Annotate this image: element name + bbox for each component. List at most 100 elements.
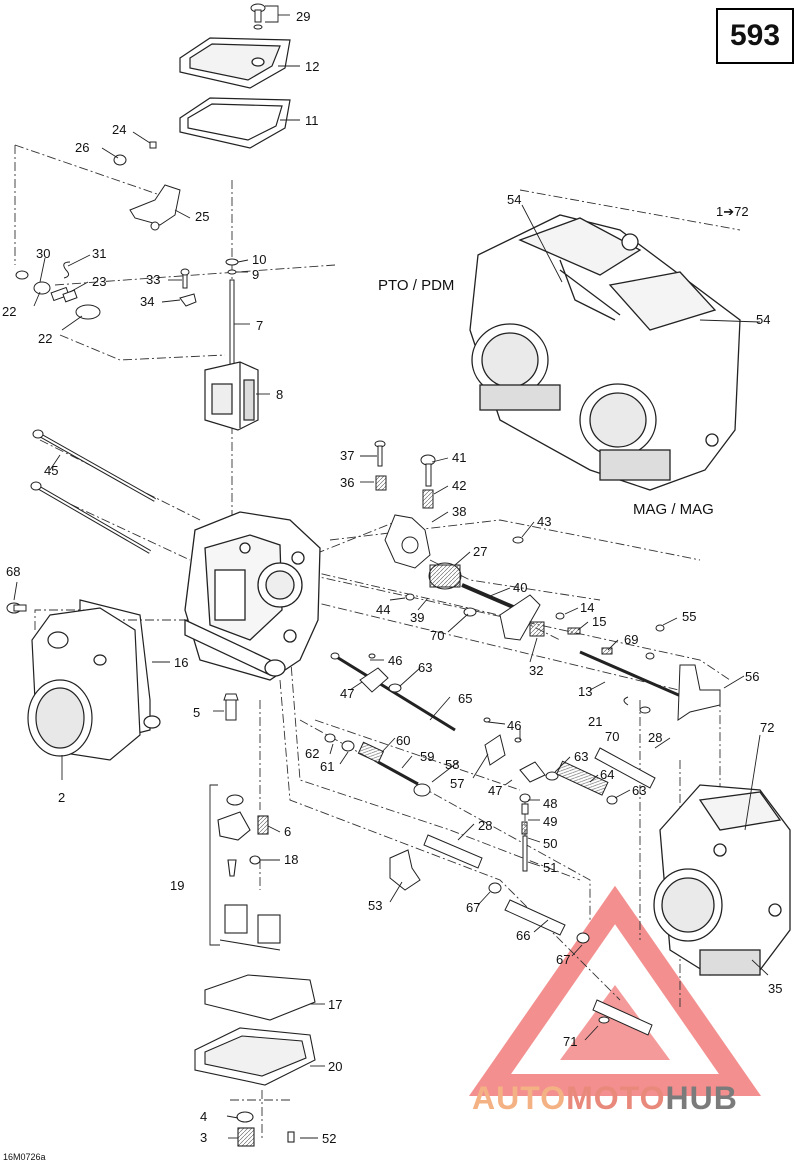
callout-66: 66: [516, 928, 530, 943]
callout-12: 12: [305, 59, 319, 74]
callout-20: 20: [328, 1059, 342, 1074]
callout-54a: 54: [507, 192, 521, 207]
callout-18: 18: [284, 852, 298, 867]
screw-part-68: [6, 602, 27, 614]
callout-40: 40: [513, 580, 527, 595]
drawing-code: 16M0726a: [3, 1152, 46, 1162]
rods-part-28: [423, 747, 656, 1036]
callout-13: 13: [578, 684, 592, 699]
throttle-stop-parts: [374, 440, 436, 569]
callout-15: 15: [592, 614, 606, 629]
callout-67a: 67: [466, 900, 480, 915]
o-ring-part-71: [598, 1016, 610, 1024]
callout-68: 68: [6, 564, 20, 579]
callout-28a: 28: [648, 730, 662, 745]
callout-53: 53: [368, 898, 382, 913]
pto-label: PTO / PDM: [378, 277, 454, 294]
callout-46b: 46: [507, 718, 521, 733]
linkage-parts: [555, 612, 721, 721]
callout-61: 61: [320, 759, 334, 774]
callout-60: 60: [396, 733, 410, 748]
callout-59: 59: [420, 749, 434, 764]
idle-screw-parts: [324, 733, 431, 797]
callout-34: 34: [140, 294, 154, 309]
carburetor-body: [184, 511, 321, 681]
callout-41: 41: [452, 450, 466, 465]
callout-51: 51: [543, 860, 557, 875]
callout-2: 2: [58, 790, 65, 805]
callout-71: 71: [563, 1034, 577, 1049]
callout-14: 14: [580, 600, 594, 615]
callout-21: 21: [588, 714, 602, 729]
small-parts-22-31: [15, 261, 101, 320]
callout-42: 42: [452, 478, 466, 493]
callout-31: 31: [92, 246, 106, 261]
callout-22a: 22: [2, 304, 16, 319]
callout-58: 58: [445, 757, 459, 772]
lever-part-25: [113, 141, 181, 231]
callout-70a: 70: [430, 628, 444, 643]
callout-43: 43: [537, 514, 551, 529]
throttle-shaft-parts: [405, 536, 545, 641]
callout-52: 52: [322, 1131, 336, 1146]
callout-47a: 47: [340, 686, 354, 701]
callout-19: 19: [170, 878, 184, 893]
flange-part-2-16: [27, 599, 161, 761]
callout-4: 4: [200, 1109, 207, 1124]
leader-lines: [13, 5, 769, 1139]
callout-57: 57: [450, 776, 464, 791]
page-number-box: 593: [716, 8, 794, 64]
screw-part-29: [250, 3, 266, 30]
needle-parts-7-10: [179, 258, 239, 371]
callout-56: 56: [745, 669, 759, 684]
callout-64: 64: [600, 767, 614, 782]
callout-63b: 63: [574, 749, 588, 764]
callout-65: 65: [458, 691, 472, 706]
callout-9: 9: [252, 267, 259, 282]
callout-8: 8: [276, 387, 283, 402]
callout-50: 50: [543, 836, 557, 851]
callout-6: 6: [284, 824, 291, 839]
gasket-part-11: [179, 97, 291, 149]
float-assembly: [194, 794, 316, 1147]
callout-7: 7: [256, 318, 263, 333]
callout-54b: 54: [756, 312, 770, 327]
watermark-logo: AUTOMOTOHUB: [472, 1080, 738, 1117]
callout-70b: 70: [605, 729, 619, 744]
mag-label: MAG / MAG: [633, 501, 714, 518]
callout-17: 17: [328, 997, 342, 1012]
callout-11: 11: [305, 113, 319, 128]
callout-25: 25: [195, 209, 209, 224]
callout-24: 24: [112, 122, 126, 137]
callout-32: 32: [529, 663, 543, 678]
callout-49: 49: [543, 814, 557, 829]
callout-44: 44: [376, 602, 390, 617]
single-carburetor-assembly: [653, 784, 791, 976]
bolts-part-45: [30, 429, 156, 554]
callout-10: 10: [252, 252, 266, 267]
callout-28b: 28: [478, 818, 492, 833]
callout-45: 45: [44, 463, 58, 478]
logo-hub: HUB: [665, 1080, 738, 1116]
fittings-part-53-67: [389, 849, 590, 944]
callout-37: 37: [340, 448, 354, 463]
logo-moto: MOTO: [566, 1080, 666, 1116]
callout-67b: 67: [556, 952, 570, 967]
callout-33: 33: [146, 272, 160, 287]
cover-part-12: [179, 37, 291, 89]
callout-72: 72: [760, 720, 774, 735]
callout-29: 29: [296, 9, 310, 24]
logo-auto: AUTO: [472, 1080, 567, 1116]
fitting-part-5: [223, 693, 239, 721]
callout-55: 55: [682, 609, 696, 624]
callout-labels: 29 12 11 24 26 25 30 31 23 22 22 10 9 33…: [2, 9, 782, 1146]
callout-62: 62: [305, 746, 319, 761]
callout-47b: 47: [488, 783, 502, 798]
callout-3: 3: [200, 1130, 207, 1145]
callout-5: 5: [193, 705, 200, 720]
callout-26: 26: [75, 140, 89, 155]
twin-carburetor-assembly: [469, 214, 741, 491]
callout-63a: 63: [418, 660, 432, 675]
